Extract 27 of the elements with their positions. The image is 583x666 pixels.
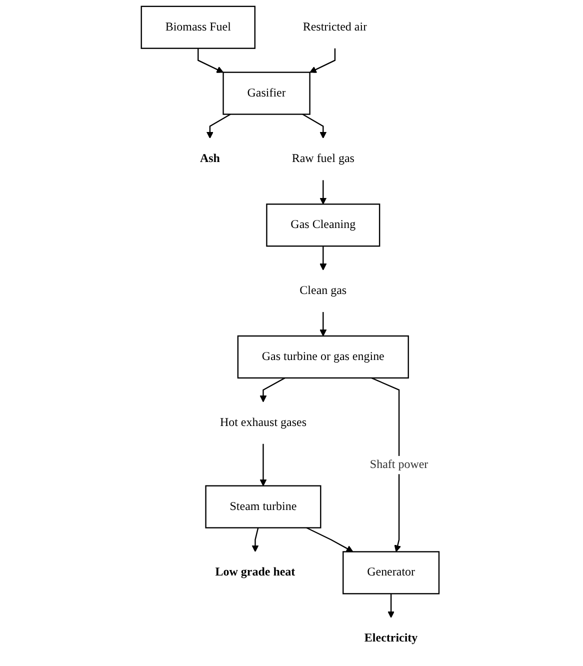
arrow — [260, 377, 286, 402]
arrow — [371, 377, 402, 552]
node-text: Ash — [200, 152, 220, 166]
arrow — [302, 114, 327, 139]
node-box: Generator — [342, 551, 440, 594]
arrow — [206, 114, 231, 139]
node-box: Gasifier — [222, 72, 310, 115]
arrow — [388, 594, 395, 618]
node-box: Gas turbine or gas engine — [237, 335, 409, 379]
node-box: Biomass Fuel — [140, 6, 256, 49]
node-text: Clean gas — [300, 284, 347, 298]
node-box: Gas Cleaning — [266, 204, 380, 247]
node-text: Raw fuel gas — [292, 152, 354, 166]
node-text: Hot exhaust gases — [220, 416, 306, 430]
node-text: Restricted air — [302, 20, 368, 34]
edge-label: Shaft power — [370, 458, 428, 472]
arrow — [198, 48, 224, 73]
node-box: Steam turbine — [205, 485, 322, 528]
arrow — [320, 246, 327, 270]
arrow — [320, 312, 327, 336]
arrow — [320, 180, 327, 204]
node-text: Low grade heat — [215, 566, 296, 579]
arrow — [260, 444, 267, 486]
node-text: Electricity — [364, 632, 418, 645]
arrow — [306, 527, 354, 552]
arrow — [310, 48, 336, 73]
arrow — [252, 528, 259, 552]
